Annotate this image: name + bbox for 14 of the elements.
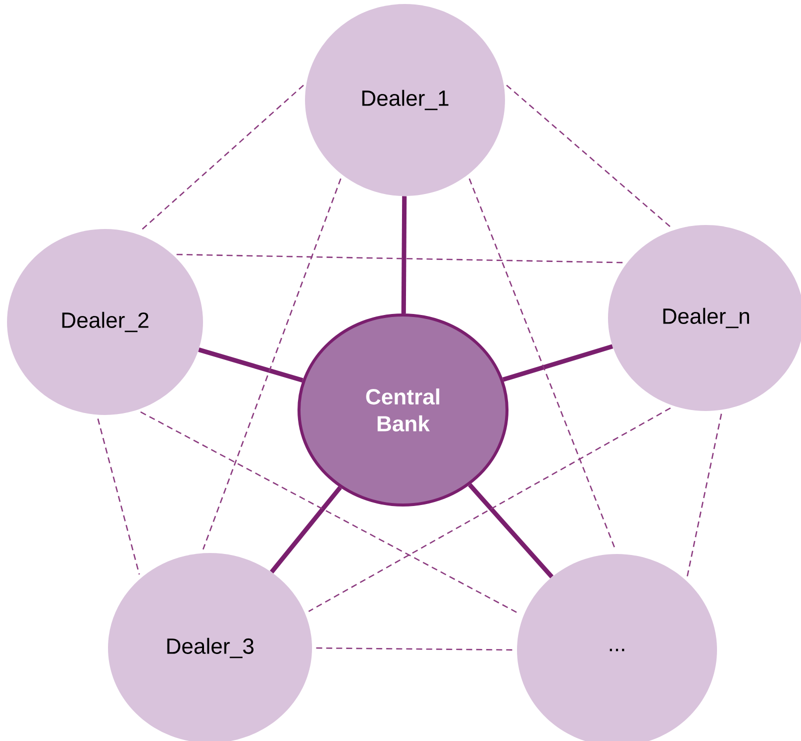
dashed-line (686, 414, 722, 577)
dashed-line (140, 84, 304, 232)
connector-line (401, 196, 407, 314)
connector-line (468, 483, 554, 578)
dashed-line (308, 407, 671, 612)
connector-line (502, 344, 614, 382)
dashed-line (468, 178, 616, 550)
connector-line (270, 486, 342, 574)
dashed-line (316, 647, 513, 651)
connector-line (198, 348, 304, 382)
dashed-line (202, 178, 342, 550)
dashed-line (506, 84, 672, 228)
dashed-line (97, 418, 140, 575)
dashed-line (176, 254, 623, 264)
